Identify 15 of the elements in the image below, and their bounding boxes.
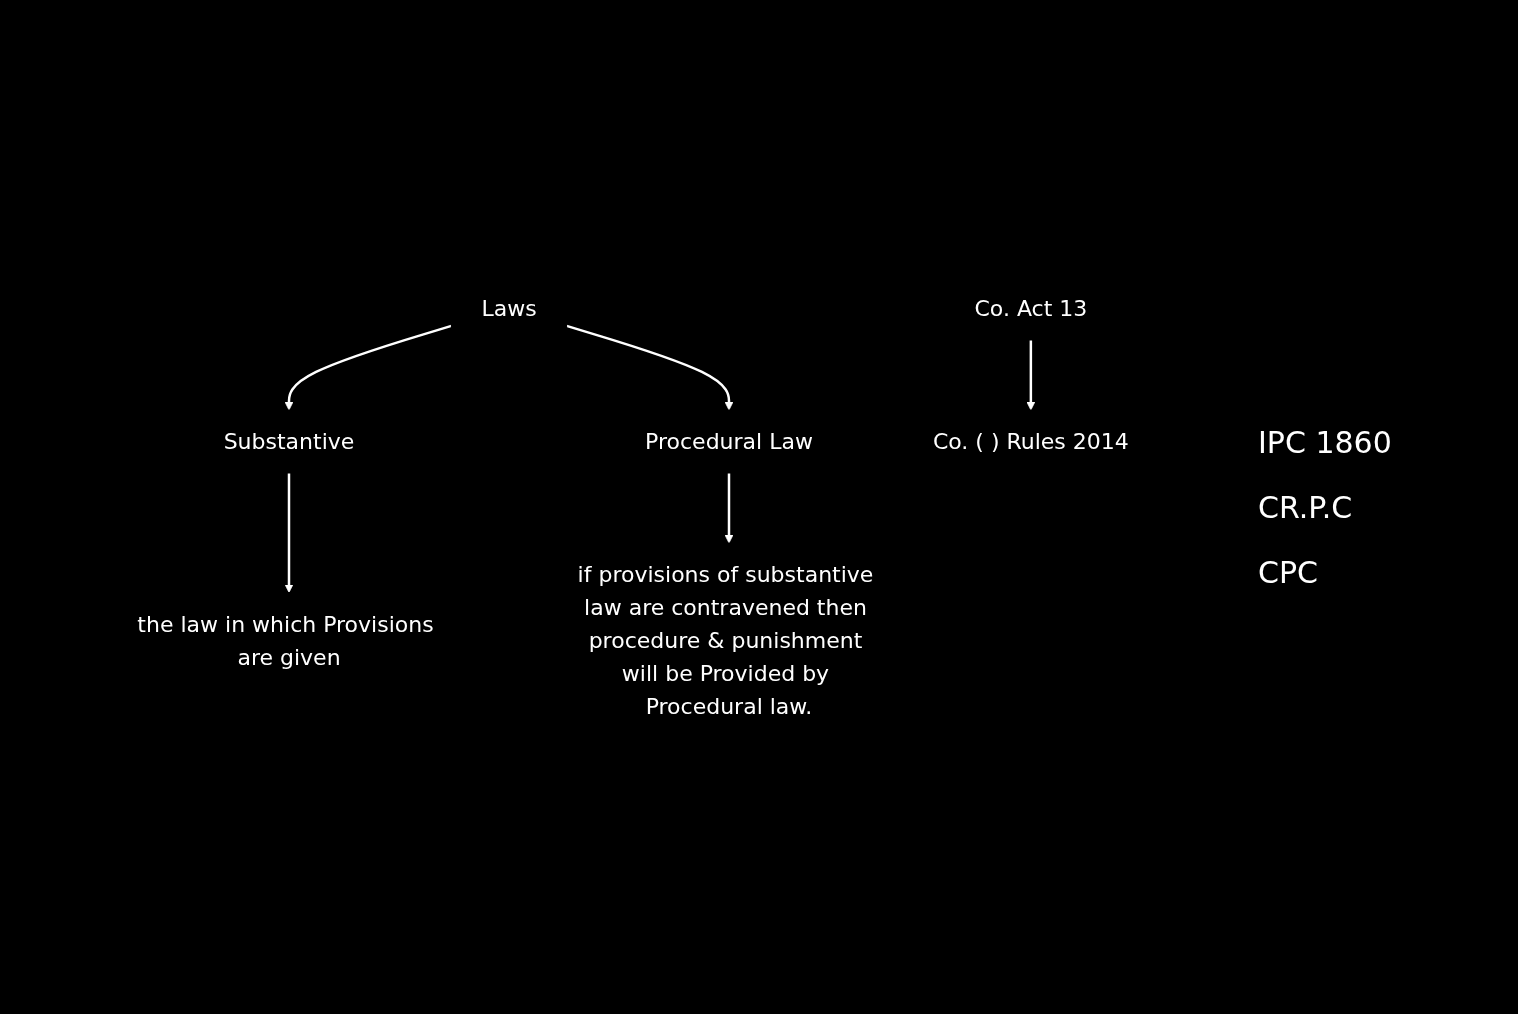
note-text: CPC	[1258, 554, 1319, 590]
node-text: the law in which Provisions are given	[137, 611, 434, 669]
arrow	[1026, 339, 1036, 410]
node-text: if provisions of substantive law are contravened then procedure & punishment will be Provided by Procedural law.	[577, 561, 874, 719]
node-text: Procedural Law	[645, 428, 813, 454]
node-text: Substantive	[223, 428, 355, 454]
arrow	[284, 324, 452, 410]
node-text: Co. ( ) Rules 2014	[933, 428, 1129, 454]
note-text: IPC 1860	[1258, 424, 1393, 460]
arrow	[566, 324, 734, 410]
arrow	[724, 472, 734, 543]
note-text: CR.P.C	[1258, 489, 1354, 525]
arrow	[284, 472, 294, 593]
node-text: Laws	[481, 295, 537, 321]
node-text: Co. Act 13	[974, 295, 1088, 321]
